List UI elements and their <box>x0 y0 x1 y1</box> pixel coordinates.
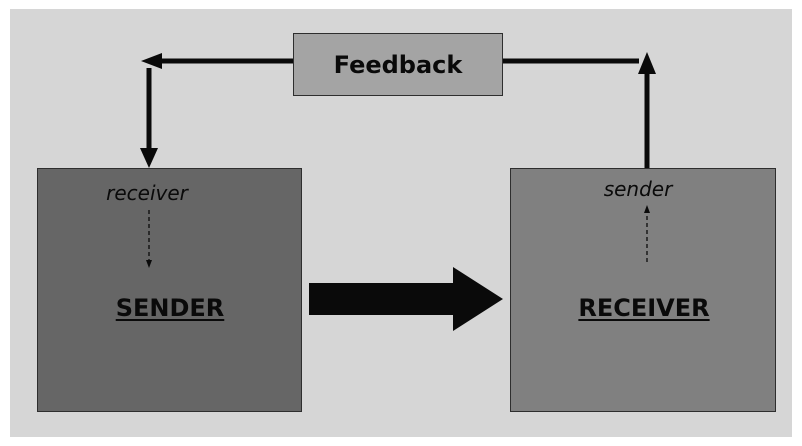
up-arrowhead <box>638 52 656 74</box>
sender-inner-arrowhead <box>146 260 152 268</box>
receiver-role-label: sender <box>603 177 673 201</box>
feedback-box: Feedback <box>293 33 503 96</box>
sender-box <box>37 168 302 412</box>
receiver-box <box>510 168 776 412</box>
sender-title: SENDER <box>115 294 225 322</box>
sender-role-label: receiver <box>106 181 188 205</box>
feedback-label: Feedback <box>333 50 463 79</box>
left-arrowhead <box>141 53 162 69</box>
down-arrowhead <box>140 148 158 168</box>
main-arrow <box>309 267 503 331</box>
receiver-inner-arrowhead <box>644 205 650 213</box>
receiver-title: RECEIVER <box>578 294 710 322</box>
